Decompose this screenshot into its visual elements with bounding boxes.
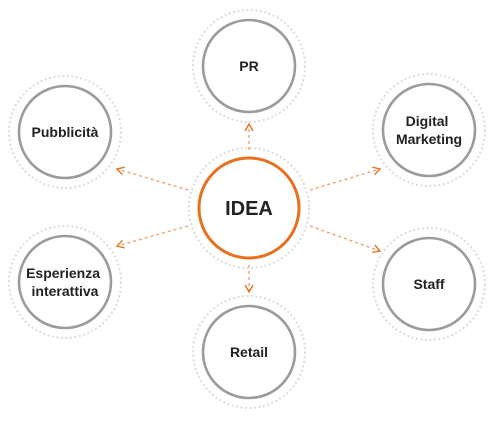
node-retail: Retail — [192, 295, 306, 409]
arrow-to-digital-marketing — [309, 166, 382, 191]
node-retail-label: Retail — [230, 344, 268, 360]
node-pubblicita: Pubblicità — [8, 75, 122, 189]
arrow-to-esperienza — [115, 225, 189, 249]
node-pr-label: PR — [239, 58, 258, 74]
node-staff: Staff — [372, 227, 486, 341]
center-idea-label: IDEA — [225, 198, 273, 220]
arrow-to-pubblicita — [115, 166, 189, 191]
node-pr: PR — [192, 9, 306, 123]
node-digital-marketing-label: Digital Marketing — [396, 113, 462, 147]
node-staff-label: Staff — [413, 276, 444, 292]
node-digital-marketing: Digital Marketing — [372, 73, 486, 187]
node-esperienza-interattiva-label: Esperienza interattiva — [26, 265, 104, 299]
arrow-to-staff — [309, 225, 382, 254]
connectors — [115, 122, 382, 294]
node-center-idea: IDEA — [188, 147, 310, 269]
node-esperienza-interattiva: Esperienza interattiva — [8, 225, 122, 339]
node-pubblicita-label: Pubblicità — [32, 124, 99, 140]
